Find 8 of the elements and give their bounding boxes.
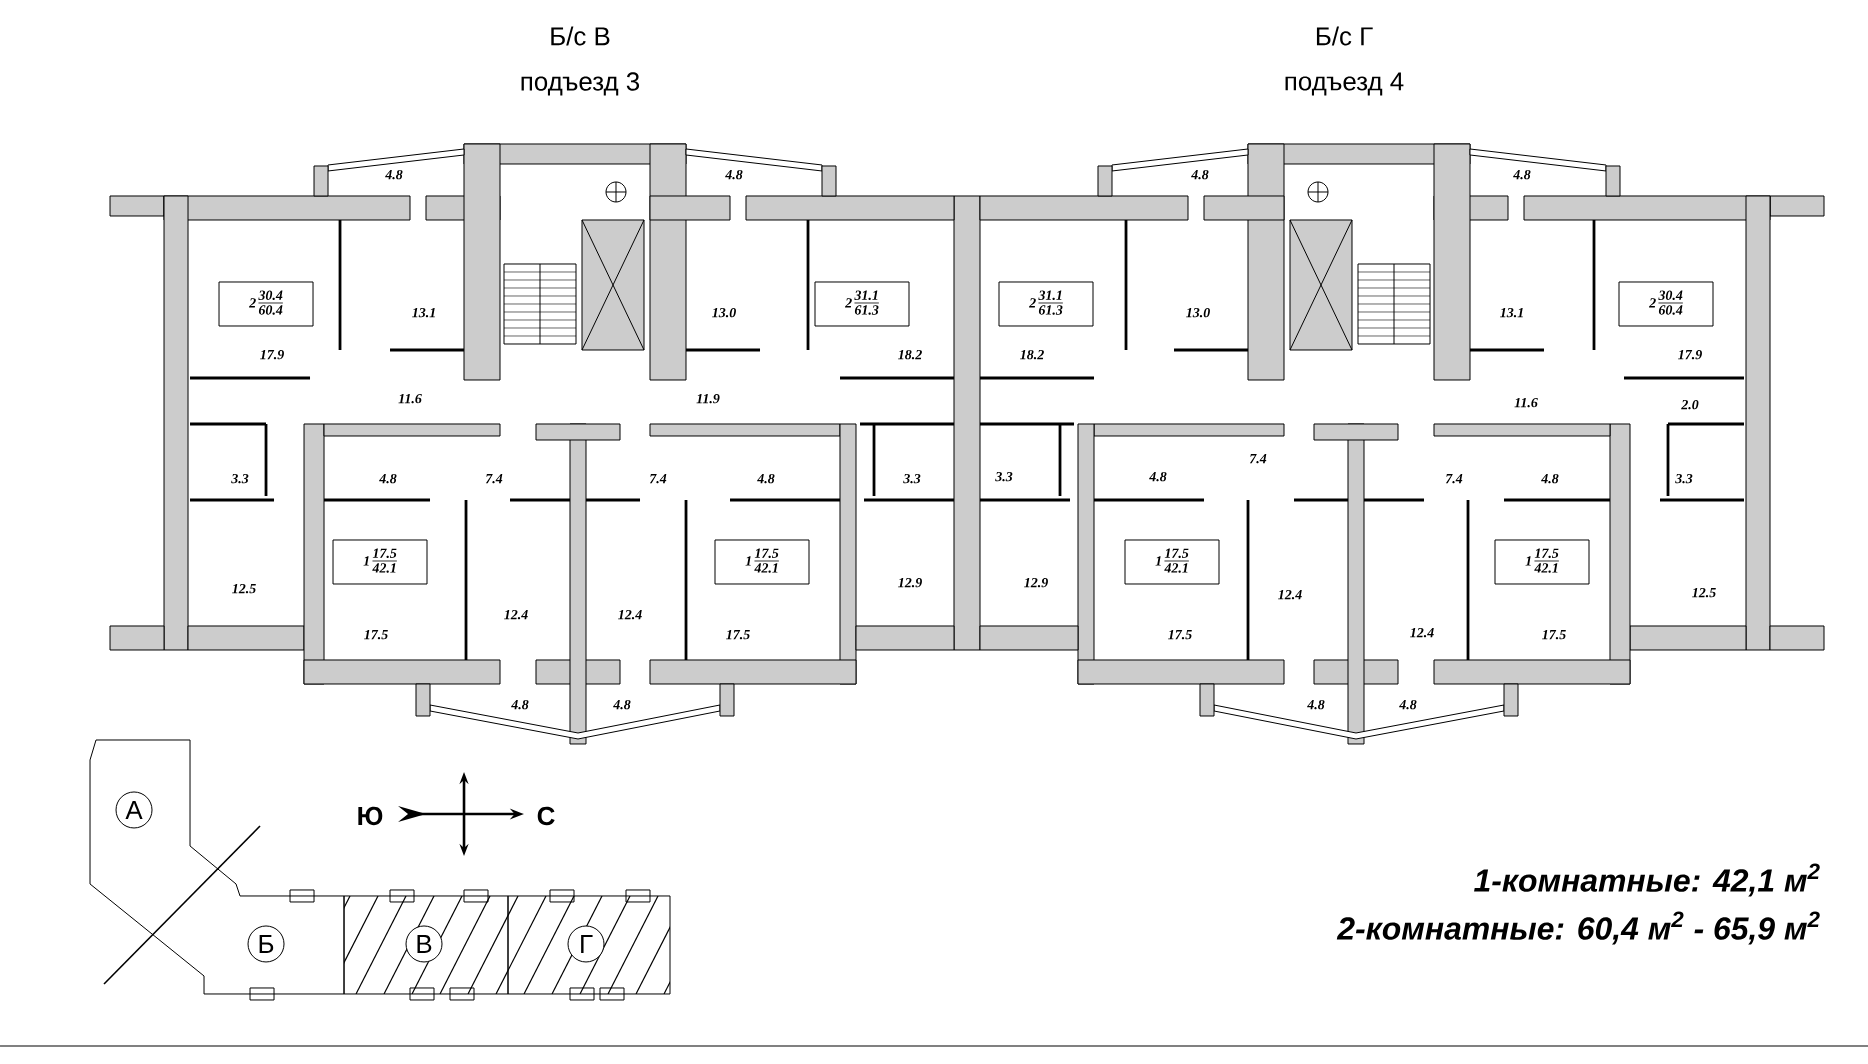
direction-label: Ю [358,806,383,826]
summary-text: 1-комнатные: 42,1 м$^{2}$ [1474,863,1820,897]
summary-text: 2-комнатные: 60,4 м$^{2}$ - 65,9 м$^{2}$ [1336,911,1820,945]
direction-label: С [537,806,555,826]
heading: подъезд 3 [521,72,640,96]
heading: подъезд 4 [1285,72,1404,96]
heading: Б/с В [551,26,610,46]
heading: Б/с Г [1316,26,1373,46]
